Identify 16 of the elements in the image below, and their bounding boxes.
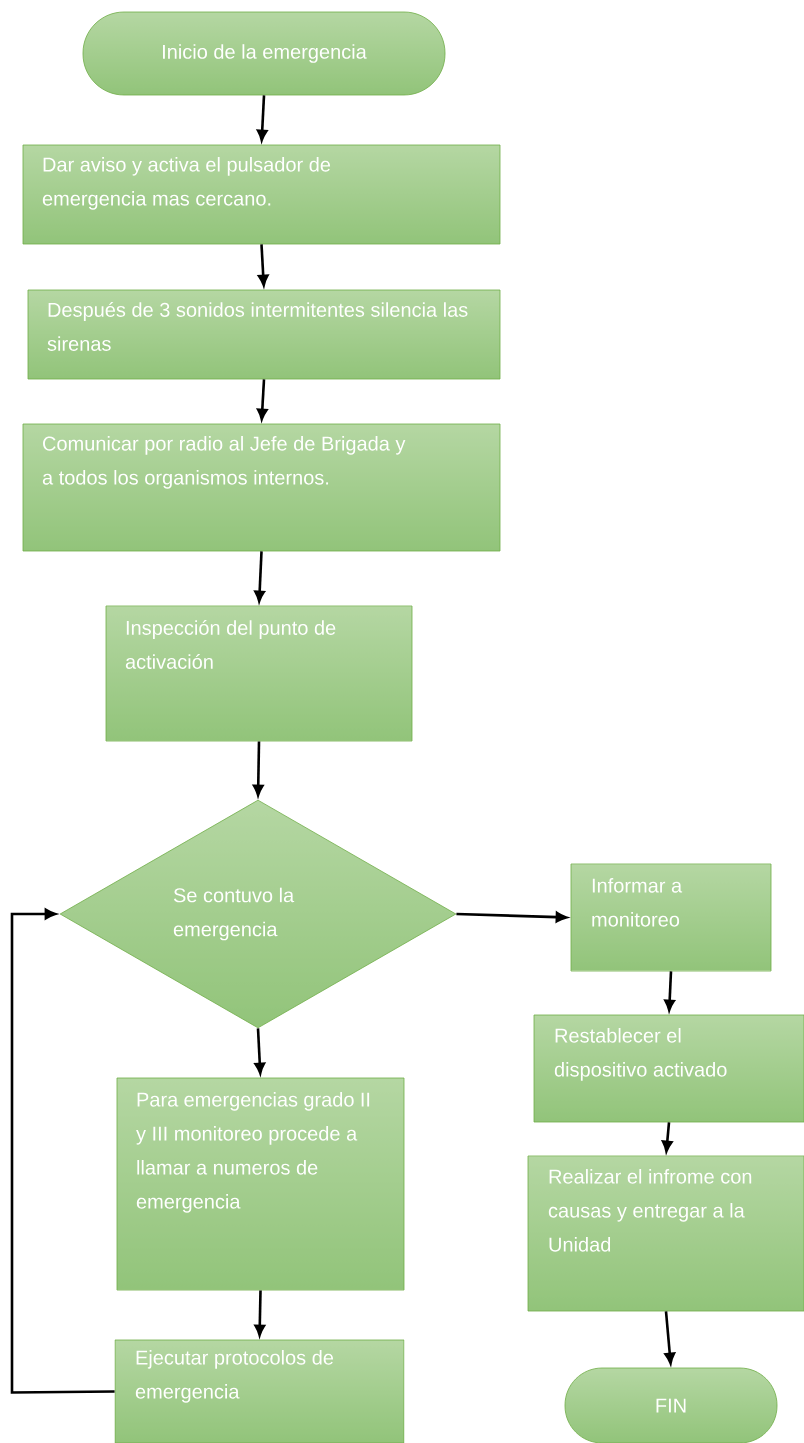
- process-box: Comunicar por radio al Jefe de Brigada y a todos los organismos internos.: [22, 423, 501, 552]
- process-box: Ejecutar protocolos de emergencia: [114, 1339, 405, 1443]
- process-box: Dar aviso y activa el pulsador de emergencia mas cercano.: [22, 144, 501, 245]
- arrow: [664, 1311, 676, 1365]
- process-box: Restablecer el dispositivo activado: [533, 1014, 804, 1123]
- arrow: [257, 244, 269, 287]
- process-box: Después de 3 sonidos intermitentes silencia las sirenas: [27, 289, 501, 380]
- process-box: Informar a monitoreo: [570, 863, 772, 972]
- arrow: [252, 741, 264, 797]
- arrow: [254, 551, 265, 603]
- process-box: Inspección del punto de activación: [105, 605, 413, 742]
- process-box: Realizar el infrome con causas y entregar a la Unidad: [527, 1155, 804, 1312]
- process-box: Para emergencias grado II y III monitoreo procede a llamar a numeros de emergencia: [116, 1077, 405, 1291]
- arrow: [10, 908, 115, 1394]
- arrow: [664, 971, 675, 1012]
- arrow: [661, 1122, 673, 1153]
